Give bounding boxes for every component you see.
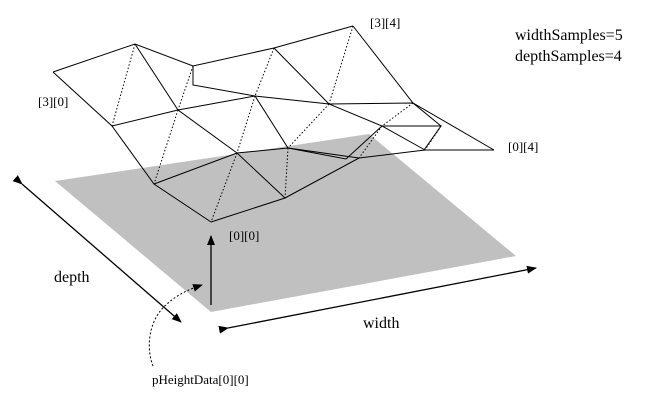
depth-label: depth [54,269,90,286]
depth-arrow [12,175,182,323]
width-label: width [363,315,399,332]
corner-label-origin: [0][0] [229,228,259,243]
corner-label-left: [3][0] [38,94,68,109]
width-samples-label: widthSamples=5 [515,27,623,44]
depth-samples-label: depthSamples=4 [515,48,622,65]
width-arrow [218,265,537,334]
corner-label-right: [0][4] [508,139,538,154]
corner-label-top-right: [3][4] [370,15,400,30]
height-mesh [52,25,495,223]
pointer-label: pHeightData[0][0] [152,372,249,387]
